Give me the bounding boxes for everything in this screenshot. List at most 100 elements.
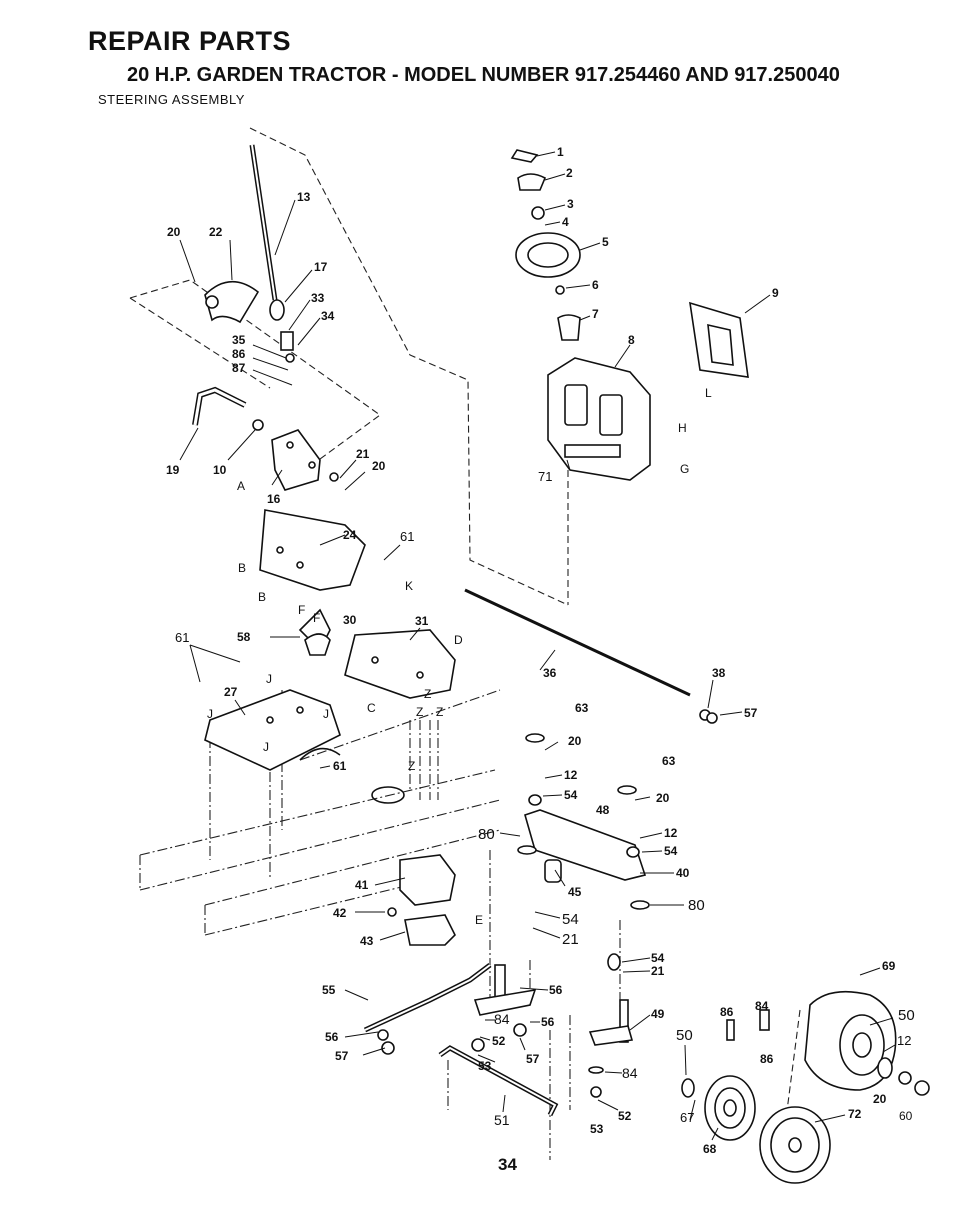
callout-6: 6 [592, 278, 599, 292]
callout-20-top: 20 [167, 225, 181, 239]
callout-21-upper: 21 [356, 447, 370, 461]
callout-54-axle-left: 54 [564, 788, 578, 802]
part-callouts: 1 2 3 4 5 6 7 8 9 13 17 20 22 33 34 35 8… [166, 145, 915, 1156]
tie-rod-36 [464, 588, 718, 724]
front-axle-40 [517, 733, 650, 910]
callout-20-upper: 20 [372, 459, 386, 473]
callout-13: 13 [297, 190, 311, 204]
ref-F-1: F [298, 603, 305, 617]
callout-42: 42 [333, 906, 347, 920]
callout-31: 31 [415, 614, 429, 628]
callout-54-lower-left: 54 [562, 911, 579, 928]
callout-55: 55 [322, 983, 336, 997]
callout-61-top: 61 [400, 529, 414, 544]
callout-20-axle-left: 20 [568, 734, 582, 748]
leader-lines [179, 151, 896, 1141]
callout-48-axle: 48 [596, 803, 610, 817]
callout-84-wheel: 84 [755, 999, 769, 1013]
callout-61-left: 61 [175, 630, 189, 645]
reference-letters: H G L A B B K F F D C J J J J Z Z Z Z E [207, 386, 712, 927]
ref-D: D [454, 633, 463, 647]
plate-31 [344, 629, 456, 699]
ref-K: K [405, 579, 413, 593]
callout-17: 17 [314, 260, 328, 274]
callout-7: 7 [592, 307, 599, 321]
callout-9: 9 [772, 286, 779, 300]
floor-plate-27 [204, 689, 341, 771]
callout-84-left: 84 [494, 1011, 510, 1027]
callout-2: 2 [566, 166, 573, 180]
callout-86-wheel-lower: 86 [760, 1052, 774, 1066]
spindle-assembly [438, 953, 634, 1117]
ref-Z-2: Z [416, 705, 423, 719]
callout-69: 69 [882, 959, 896, 973]
callout-56-left: 56 [325, 1030, 339, 1044]
callout-5: 5 [602, 235, 609, 249]
ref-F-2: F [313, 611, 320, 625]
wheel-72 [759, 1057, 930, 1184]
callout-54-lower-right: 54 [651, 951, 665, 965]
callout-20-wheel: 20 [873, 1092, 887, 1106]
callout-33: 33 [311, 291, 325, 305]
bracket-41-43 [387, 854, 456, 946]
callout-56-mid: 56 [541, 1015, 555, 1029]
dashboard-8 [547, 357, 651, 481]
callout-12-axle-right: 12 [664, 826, 678, 840]
callout-54-axle-right: 54 [664, 844, 678, 858]
callout-51: 51 [494, 1112, 510, 1128]
callout-58: 58 [237, 630, 251, 644]
callout-24: 24 [343, 528, 357, 542]
ref-B-2: B [258, 590, 266, 604]
bracket-16 [271, 429, 339, 491]
callout-68: 68 [703, 1142, 717, 1156]
ref-J-3: J [263, 740, 269, 754]
wheel-hub-68 [681, 1009, 770, 1141]
callout-57-left: 57 [335, 1049, 349, 1063]
callout-19: 19 [166, 463, 180, 477]
ref-J-1: J [266, 672, 272, 686]
callout-12-wheel: 12 [897, 1033, 911, 1048]
sector-gear-22 [204, 280, 260, 324]
page-number: 34 [498, 1155, 517, 1174]
ref-J-2: J [207, 707, 213, 721]
callout-80-right: 80 [688, 897, 705, 914]
frame-body [298, 608, 405, 804]
callout-63-left: 63 [575, 701, 589, 715]
page-title: REPAIR PARTS [88, 26, 292, 56]
callout-57-mid: 57 [526, 1052, 540, 1066]
callout-3: 3 [567, 197, 574, 211]
ref-A: A [237, 479, 245, 493]
callout-8: 8 [628, 333, 635, 347]
callout-53-right: 53 [590, 1122, 604, 1136]
callout-50-left: 50 [676, 1027, 693, 1044]
callout-80-left: 80 [478, 826, 495, 843]
callout-27: 27 [224, 685, 238, 699]
callout-34: 34 [321, 309, 335, 323]
callout-30: 30 [343, 613, 357, 627]
callout-84-right: 84 [622, 1065, 638, 1081]
callout-67: 67 [680, 1110, 694, 1125]
callout-1: 1 [557, 145, 564, 159]
callout-86-top: 86 [232, 347, 246, 361]
ref-G: G [680, 462, 689, 476]
ref-E: E [475, 913, 483, 927]
model-subtitle: 20 H.P. GARDEN TRACTOR - MODEL NUMBER 91… [127, 64, 840, 86]
drag-link-55 [363, 963, 492, 1055]
panel-9 [689, 301, 749, 378]
callout-20-axle-right: 20 [656, 791, 670, 805]
callout-61-lower: 61 [333, 759, 347, 773]
callout-12-axle-left: 12 [564, 768, 578, 782]
ref-Z-4: Z [408, 759, 415, 773]
callout-86-wheel: 86 [720, 1005, 734, 1019]
callout-40: 40 [676, 866, 690, 880]
callout-72: 72 [848, 1107, 862, 1121]
callout-63-right: 63 [662, 754, 676, 768]
section-title: STEERING ASSEMBLY [98, 92, 245, 107]
drag-link-19 [192, 386, 264, 431]
callout-22: 22 [209, 225, 223, 239]
callout-52-left: 52 [492, 1034, 506, 1048]
callout-16: 16 [267, 492, 281, 506]
callout-53-left: 53 [478, 1059, 492, 1073]
